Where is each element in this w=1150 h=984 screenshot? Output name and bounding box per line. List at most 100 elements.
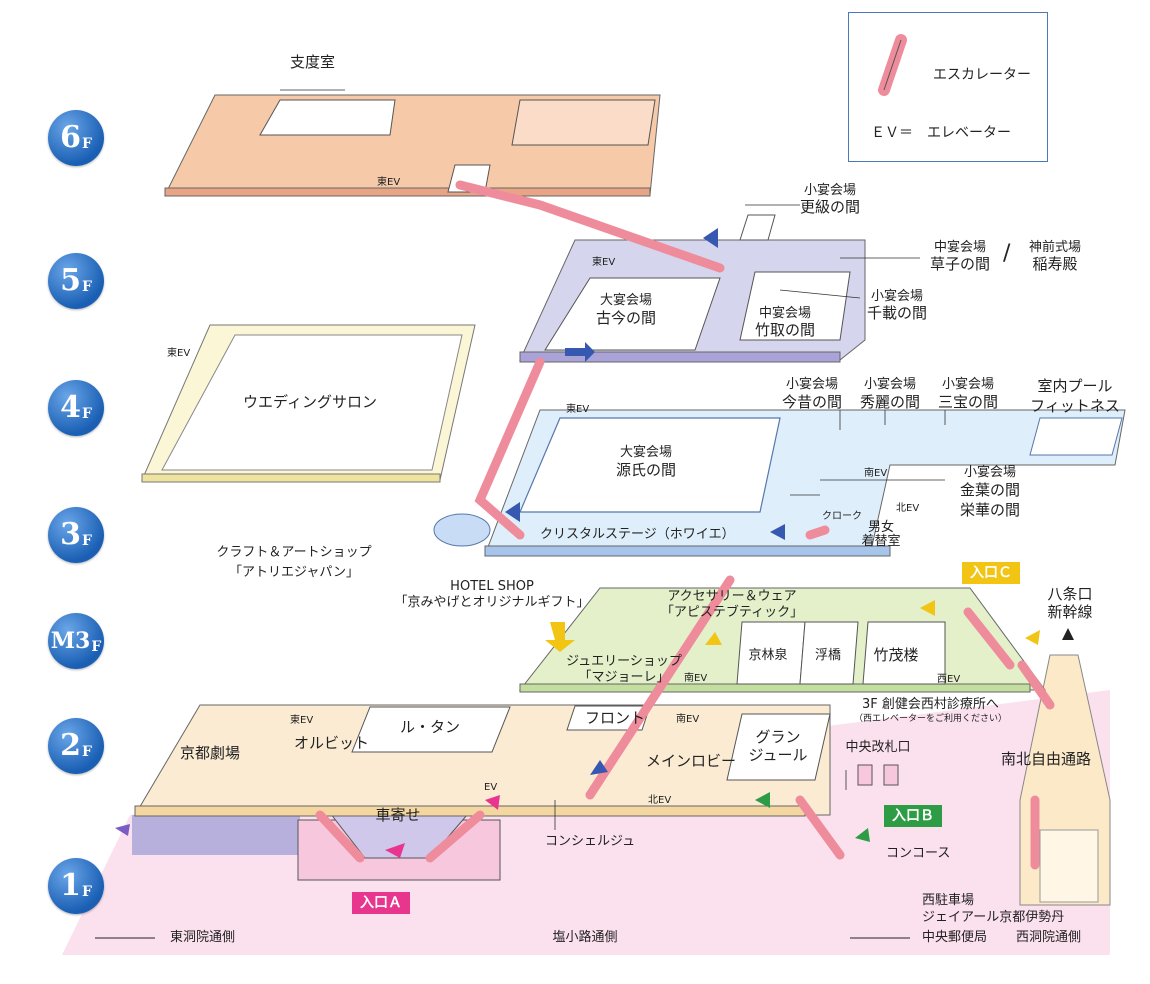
floor4-wedding-room [161,334,463,471]
free-passage-stairs [1039,829,1099,903]
hotel-shop-label-2: 「京みやげとオリジナルギフト」 [394,595,590,610]
sanpo-label-1: 小宴会場 [941,377,995,392]
dressing-label-2: 着替室 [861,534,901,549]
pool-label-2: フィットネス [1030,397,1120,415]
floor2-north-ev: 北EV [648,795,672,806]
floor3-genji-room [519,417,781,513]
hachijo-label-2: 新幹線 [1047,603,1093,621]
arrow-m3-yellow-3 [920,600,935,616]
arrow-m3-yellow-2 [705,632,722,645]
cloak-label: クローク [822,511,862,522]
concierge-label: コンシェルジュ [545,834,636,849]
craft-shop-label-1: クラフト＆アートショップ [216,545,372,560]
escalators [315,180,1055,870]
escalator-free-passage [1017,660,1055,710]
floor1-plaza-left [132,815,300,855]
shurei-label-2: 秀麗の間 [859,393,921,411]
sanpo-label-2: 三宝の間 [937,393,999,411]
west-label-1: 西駐車場 [922,893,975,908]
floorM3-takeshigero [862,621,946,685]
arrow-m3-yellow-1 [545,622,575,652]
hachijo-label-1: 八条口 [1047,585,1093,603]
orbit-label: オルビット [294,734,370,752]
arrow-1f-green [855,828,870,842]
floor4-slab-edge [141,473,441,483]
floor4-east-ev: 東EV [167,348,191,359]
escalator-1f-2f-left [315,810,365,863]
crystal-stage-label: クリスタルステージ（ホワイエ） [540,527,735,542]
west-label-4: 西洞院通側 [1016,930,1082,945]
letemps-label: ル・タン [400,718,461,736]
west-label-2: ジェイアール京都伊勢丹 [922,910,1065,925]
floor2-slab [134,704,831,816]
kinyo-label-1: 小宴会場 [963,465,1017,480]
floor6-shitaku-rooms [259,99,396,136]
kokin-label-1: 大宴会場 [599,293,653,308]
floorM3-west-ev: 西EV [937,674,961,685]
floor2-ev: EV [484,782,498,793]
entrance-c-tag: 入口Ｃ [962,562,1020,584]
accessory-shop-label-2: 「アピステブティック」 [660,605,804,620]
imamukashi-label-1: 小宴会場 [785,377,839,392]
escalator-m3-2f [585,575,735,800]
floor2-grand-room [726,713,831,781]
arrow-5f-exit [565,342,595,362]
arrow-2f-lobby [590,760,608,775]
eiga-label: 栄華の間 [959,501,1021,519]
main-lobby-label: メインロビー [646,752,737,770]
floor3-slab-edge [484,545,891,557]
entrance-a-tag: 入口Ａ [352,892,410,914]
floor5-east-ev: 東EV [592,257,616,268]
senzai-label-2: 千載の間 [866,304,928,322]
west-label-3: 中央郵便局 [922,930,988,945]
floor3-east-ev: 東EV [566,404,590,415]
shinzen-label-2: 稲寿殿 [1032,255,1078,273]
arrow-3f-left [505,502,520,522]
floor3-north-ev: 北EV [896,503,920,514]
floor5-kokin-room [544,277,721,351]
genji-label-1: 大宴会場 [619,445,673,460]
genji-label-2: 源氏の間 [615,461,677,479]
jewelry-shop-label-2: 「マジョーレ」 [578,670,670,685]
dressing-label-1: 男女 [867,520,895,535]
escalator-3f-cloak [805,525,830,540]
floorM3-ukihashi [799,621,859,685]
escalator-5f-3f [474,357,545,540]
craft-shop-label-2: 「アトリエジャパン」 [228,565,360,580]
escalator-6f-5f [455,180,725,273]
taketori-label-1: 中宴会場 [758,306,812,321]
escalator-legend-icon [878,34,907,96]
floor3-crystal-stage-dome [433,513,491,547]
arrow-3f-crystal [770,524,785,540]
arrow-ev-pink [485,795,500,810]
front-label: フロント [585,709,646,727]
floor3-south-ev: 南EV [864,468,888,479]
central-gate-label: 中央改札口 [845,740,911,755]
floor2-east-ev: 東EV [290,715,314,726]
shurei-label-1: 小宴会場 [863,377,917,392]
grand-jour-label-2: ジュール [748,746,808,764]
floor6-room-east [511,99,656,146]
jewelry-shop-label-1: ジュエリーショップ [566,654,682,669]
grand-jour-label-1: グラン [755,728,801,746]
shitaku-room-label: 支度室 [290,53,336,71]
entrance-b-tag: 入口Ｂ [884,805,942,827]
wedding-salon-label: ウエディングサロン [243,393,377,411]
shinzen-label-1: 神前式場 [1028,240,1082,255]
arrow-1f-left [115,824,130,836]
imamukashi-label-2: 今昔の間 [781,393,843,411]
arrow-5f-blue [703,228,718,248]
floor6-east-ev: 東EV [377,177,401,188]
floor5-slab-edge [519,351,841,363]
floor5-taketori-room [739,271,851,341]
free-passage-label: 南北自由通路 [1000,750,1092,768]
floor3-pool-room [1029,417,1123,456]
floor2-south-ev: 南EV [676,714,700,725]
takeshigero-label: 竹茂楼 [873,646,919,664]
